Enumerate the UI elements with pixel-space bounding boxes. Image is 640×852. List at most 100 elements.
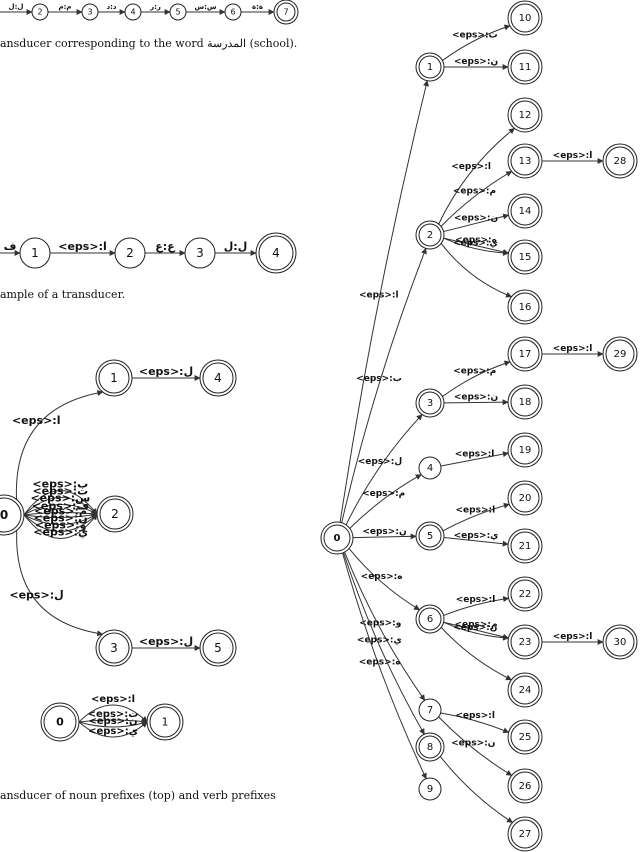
state-node: 26 bbox=[507, 768, 543, 804]
transition-arrow bbox=[443, 536, 509, 547]
transition-label: <eps>:ن bbox=[454, 213, 499, 223]
state-label: 26 bbox=[519, 781, 532, 792]
state-node: 12 bbox=[507, 97, 543, 133]
state-label: 3 bbox=[196, 246, 204, 260]
state-label: 6 bbox=[230, 7, 235, 16]
transition-label: ل:ل bbox=[9, 3, 24, 11]
state-node: 7 bbox=[418, 698, 442, 722]
state-circle bbox=[510, 3, 540, 33]
transition-label: <eps>:ا bbox=[455, 711, 495, 721]
transition-label: <eps>:ا bbox=[553, 151, 593, 161]
transition-label: <eps>:ي bbox=[33, 525, 88, 538]
transition-label: <eps>:ي bbox=[454, 531, 499, 541]
transition-label: <eps>:ل bbox=[139, 635, 193, 648]
transition-arrow bbox=[352, 533, 417, 540]
transition-arrow bbox=[439, 756, 513, 823]
state-label: 12 bbox=[519, 110, 532, 121]
state-circle bbox=[510, 675, 540, 705]
transition-arrow bbox=[23, 490, 98, 516]
state-node: 5 bbox=[169, 3, 187, 21]
state-label: 0 bbox=[56, 716, 64, 729]
transition-arrow bbox=[345, 414, 423, 526]
state-node: 9 bbox=[418, 777, 442, 801]
transition-label: <eps>:ن bbox=[34, 511, 88, 524]
state-node: 21 bbox=[507, 528, 543, 564]
state-label: 18 bbox=[519, 397, 532, 408]
state-circle bbox=[418, 777, 442, 801]
transition-arrow bbox=[443, 399, 509, 406]
transition-label: <eps>:ي bbox=[357, 635, 402, 645]
state-label: 9 bbox=[427, 784, 433, 795]
transition-arrow bbox=[341, 247, 427, 523]
state-node: 20 bbox=[507, 480, 543, 516]
state-label: 4 bbox=[214, 371, 222, 385]
state-node: 6 bbox=[224, 3, 242, 21]
state-node: 1 bbox=[19, 237, 51, 269]
state-node: 5 bbox=[199, 629, 237, 667]
transition-arrow bbox=[78, 720, 148, 728]
state-node: 24 bbox=[507, 672, 543, 708]
state-circle bbox=[510, 196, 540, 226]
state-circle bbox=[149, 706, 181, 738]
state-label: 1 bbox=[162, 716, 169, 729]
state-circle bbox=[510, 242, 540, 272]
state-node: 1 bbox=[146, 703, 184, 741]
transition-label: <eps>:م bbox=[362, 489, 405, 499]
transition-label: <eps>:ي bbox=[453, 239, 498, 249]
transition-arrow bbox=[348, 548, 420, 611]
state-node: 8 bbox=[415, 732, 445, 762]
transition-label: ع:ع bbox=[155, 240, 175, 253]
transition-label: <eps>:ا bbox=[456, 595, 496, 605]
state-node: 30 bbox=[602, 624, 638, 660]
state-circle bbox=[418, 698, 442, 722]
transition-arrow bbox=[438, 127, 515, 225]
state-node: 19 bbox=[507, 432, 543, 468]
state-label: 21 bbox=[519, 541, 532, 552]
transition-arrow bbox=[443, 596, 510, 616]
state-circle bbox=[510, 100, 540, 130]
transition-arrow bbox=[440, 451, 509, 467]
transition-label: <eps>:ا bbox=[455, 450, 495, 460]
state-circle bbox=[258, 235, 294, 271]
transition-arrow bbox=[344, 551, 426, 701]
state-circle bbox=[418, 223, 442, 247]
state-circle bbox=[510, 627, 540, 657]
transition-arrow bbox=[442, 502, 510, 532]
state-circle bbox=[19, 237, 51, 269]
state-label: 7 bbox=[427, 705, 433, 716]
state-circle bbox=[418, 456, 442, 480]
state-label: 11 bbox=[519, 62, 532, 73]
transition-arrow bbox=[443, 237, 510, 256]
state-node: 2 bbox=[96, 495, 134, 533]
figure-caption-prefixes: ansducer of noun prefixes (top) and verb… bbox=[0, 789, 276, 802]
state-node: 25 bbox=[507, 719, 543, 755]
transition-label: <eps>:ا bbox=[359, 291, 399, 301]
state-circle bbox=[510, 292, 540, 322]
transition-arrow bbox=[16, 390, 104, 500]
transition-label: <eps>:ن bbox=[88, 716, 137, 727]
state-label: 3 bbox=[110, 641, 118, 655]
state-node: 3 bbox=[81, 3, 99, 21]
transition-label: <eps>:ت bbox=[452, 31, 498, 41]
state-circle bbox=[98, 362, 130, 394]
transition-arrow bbox=[23, 510, 98, 517]
state-circle bbox=[184, 237, 216, 269]
transition-label: <eps>:و bbox=[35, 518, 87, 531]
transition-label: <eps>:ل bbox=[358, 457, 402, 467]
state-label: 4 bbox=[130, 7, 135, 16]
transition-label: ل:ل bbox=[224, 240, 248, 253]
transition-arrow bbox=[23, 504, 98, 516]
transition-label: م:م bbox=[58, 3, 71, 11]
state-circle bbox=[418, 607, 442, 631]
state-label: 5 bbox=[214, 641, 222, 655]
transition-arrow bbox=[23, 513, 98, 539]
transition-label: <eps>:م bbox=[454, 620, 497, 630]
state-label: 5 bbox=[175, 7, 180, 16]
state-node: 4 bbox=[418, 456, 442, 480]
transition-arrow bbox=[443, 621, 510, 641]
state-node: 14 bbox=[507, 193, 543, 229]
